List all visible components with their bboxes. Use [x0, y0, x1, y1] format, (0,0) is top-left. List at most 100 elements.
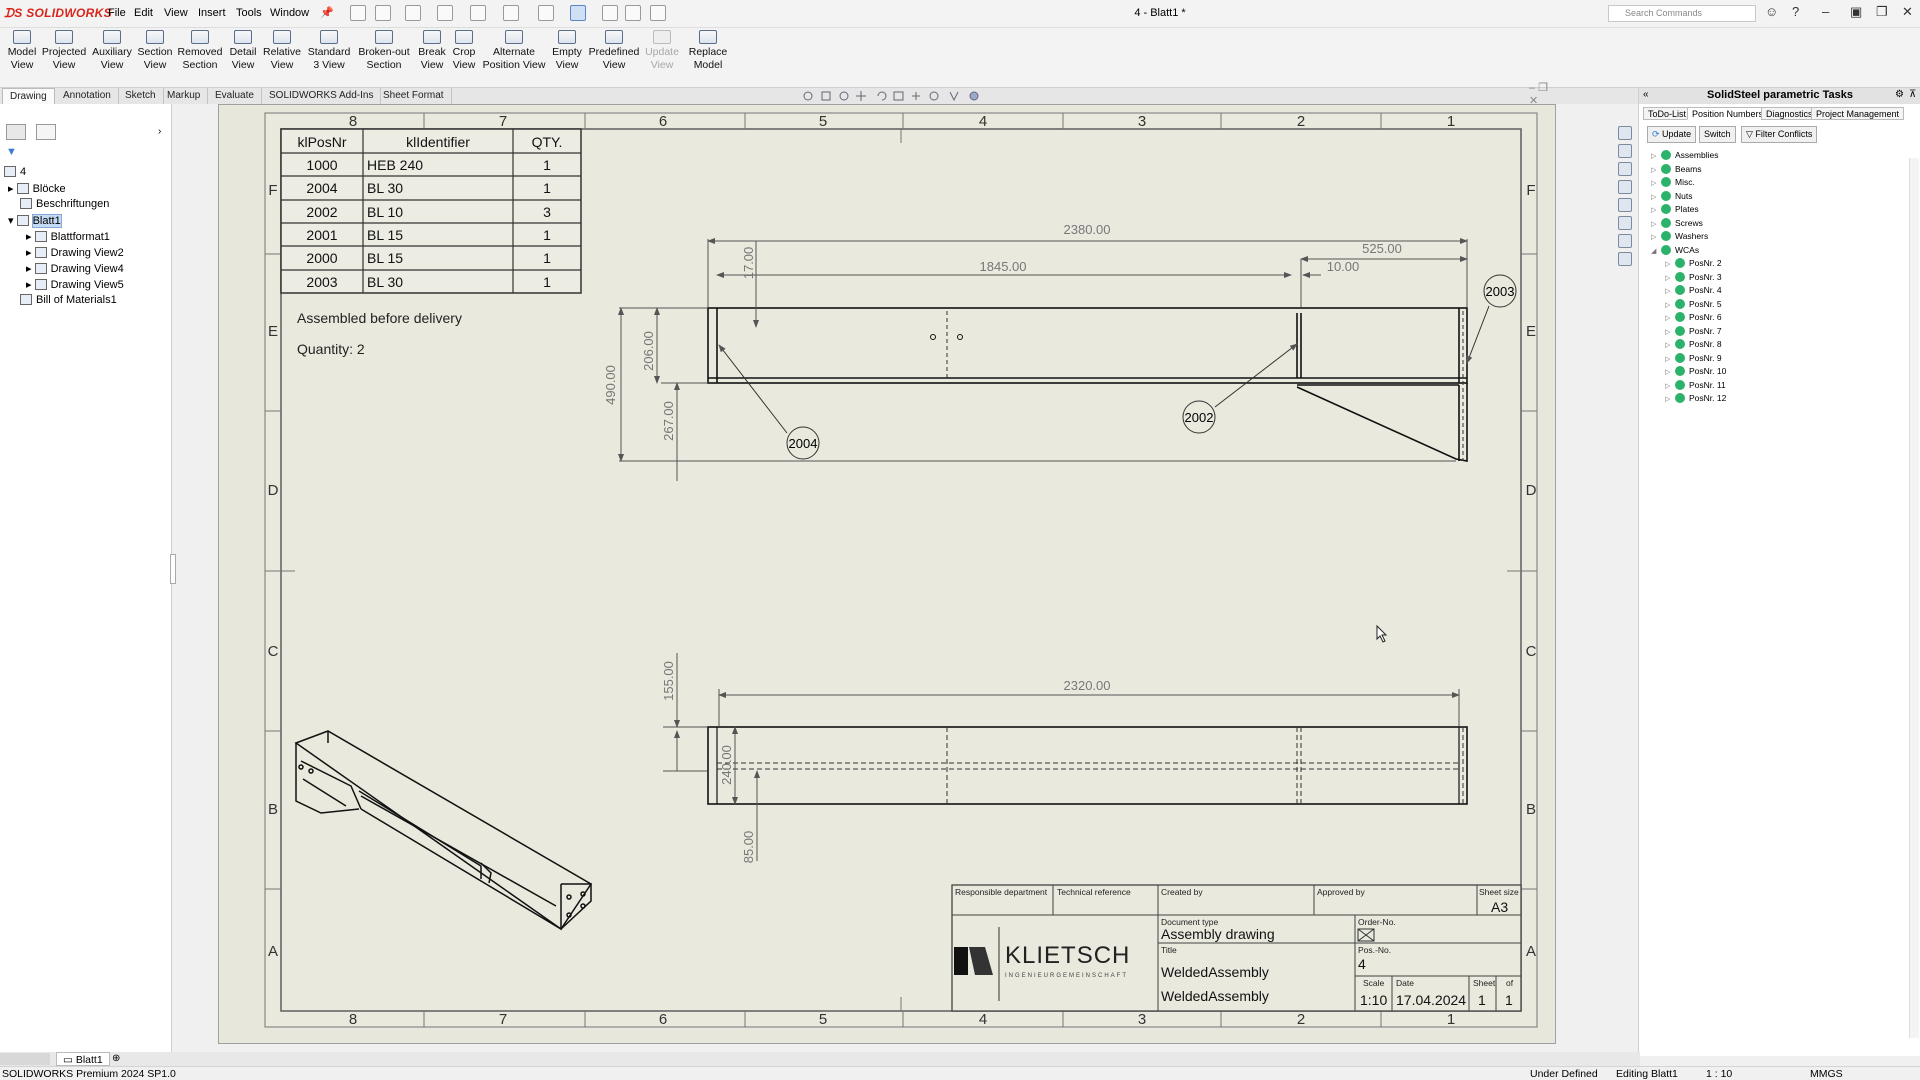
- pane-scrollbar[interactable]: [1909, 158, 1919, 1038]
- tree-item-beschriftungen[interactable]: Beschriftungen: [4, 198, 172, 214]
- isometric-view[interactable]: [294, 730, 593, 931]
- menu-window[interactable]: Window: [270, 7, 310, 19]
- file-properties-icon[interactable]: [625, 5, 641, 21]
- heads-up-view-toolbar[interactable]: [800, 90, 990, 102]
- tab-todo-list[interactable]: ToDo-List: [1643, 107, 1692, 120]
- note-assembled[interactable]: Assembled before delivery: [297, 310, 462, 326]
- group-assemblies[interactable]: ▷Assemblies: [1651, 150, 1719, 160]
- menu-tools[interactable]: Tools: [236, 7, 262, 19]
- tree-item-bloecke[interactable]: ▸ Blöcke: [8, 183, 66, 195]
- redo-icon[interactable]: [538, 5, 554, 21]
- tab-project-management[interactable]: Project Management: [1811, 107, 1905, 120]
- list-item[interactable]: ▷PosNr. 2: [1665, 258, 1722, 268]
- task-view-palette-icon[interactable]: [1618, 234, 1632, 248]
- tab-markup[interactable]: Markup: [160, 88, 209, 104]
- print-icon[interactable]: [470, 5, 486, 21]
- task-file-explorer-icon[interactable]: [1618, 180, 1632, 194]
- expand-panel-icon[interactable]: ›: [158, 126, 162, 137]
- balloon-2003[interactable]: 2003: [1483, 274, 1517, 308]
- close-icon[interactable]: ✕: [1902, 4, 1913, 19]
- tab-drawing[interactable]: Drawing: [2, 88, 55, 104]
- group-nuts[interactable]: ▷Nuts: [1651, 190, 1693, 201]
- group-beams[interactable]: ▷Beams: [1651, 163, 1702, 174]
- list-item[interactable]: ▷PosNr. 3: [1665, 271, 1722, 282]
- select-icon[interactable]: [570, 5, 586, 21]
- undo-icon[interactable]: [503, 5, 519, 21]
- menu-edit[interactable]: Edit: [134, 7, 153, 19]
- sheet-nav-arrows-icon[interactable]: [0, 1053, 50, 1065]
- dim-525[interactable]: 525.00: [1362, 241, 1402, 256]
- tab-sheet-format[interactable]: Sheet Format: [376, 88, 452, 104]
- list-item[interactable]: ▷PosNr. 10: [1665, 366, 1727, 376]
- task-appearances-icon[interactable]: [1618, 198, 1632, 212]
- panel-splitter-handle[interactable]: [170, 554, 176, 584]
- search-commands-input[interactable]: Search Commands: [1608, 5, 1756, 22]
- drawing-canvas[interactable]: 8 7 6 5 4 3 2 1 8 7 6 5 4 3 2 1 F E D C …: [218, 82, 1557, 1068]
- list-item[interactable]: ▷PosNr. 7: [1665, 325, 1722, 336]
- tree-item-drawing-view4[interactable]: ▸ Drawing View4: [26, 263, 124, 275]
- dim-490[interactable]: 490.00: [603, 365, 618, 405]
- rebuild-icon[interactable]: [602, 5, 618, 21]
- restore-panels-icon[interactable]: ▣: [1850, 4, 1863, 19]
- task-custom-properties-icon[interactable]: [1618, 216, 1632, 230]
- dim-85[interactable]: 85.00: [741, 831, 756, 864]
- balloon-2002[interactable]: 2002: [1182, 400, 1216, 434]
- note-quantity[interactable]: Quantity: 2: [297, 341, 365, 357]
- tree-root[interactable]: 4: [4, 166, 172, 182]
- bom-table[interactable]: klPosNr klIdentifier QTY. 1000 HEB 240 1…: [280, 128, 582, 294]
- collapse-pane-icon[interactable]: «: [1643, 89, 1649, 100]
- tab-sketch[interactable]: Sketch: [118, 88, 164, 104]
- tab-annotation[interactable]: Annotation: [56, 88, 119, 104]
- sheet-tab-blatt1[interactable]: ▭ Blatt1: [56, 1052, 110, 1066]
- group-plates[interactable]: ▷Plates: [1651, 204, 1699, 214]
- list-item[interactable]: ▷PosNr. 9: [1665, 352, 1722, 363]
- dim-267[interactable]: 267.00: [661, 401, 676, 441]
- dim-1845[interactable]: 1845.00: [980, 259, 1027, 274]
- menu-view[interactable]: View: [164, 7, 188, 19]
- group-wcas[interactable]: ◢WCAs: [1651, 244, 1700, 255]
- tree-item-drawing-view2[interactable]: ▸ Drawing View2: [26, 247, 124, 259]
- update-button[interactable]: ⟳ Update: [1647, 126, 1697, 143]
- add-sheet-icon[interactable]: ⊕: [112, 1053, 121, 1064]
- tree-item-drawing-view5[interactable]: ▸ Drawing View5: [26, 279, 124, 291]
- dim-17[interactable]: 17.00: [741, 247, 756, 280]
- list-item[interactable]: ▷PosNr. 12: [1665, 393, 1727, 403]
- task-solidsteel-icon[interactable]: [1618, 252, 1632, 266]
- new-document-icon[interactable]: [375, 5, 391, 21]
- open-icon[interactable]: [405, 5, 421, 21]
- dim-10[interactable]: 10.00: [1327, 259, 1360, 274]
- user-icon[interactable]: ☺: [1765, 4, 1779, 19]
- tab-position-numbers[interactable]: Position Numbers: [1687, 107, 1769, 120]
- property-manager-tab-icon[interactable]: [36, 124, 56, 140]
- group-misc[interactable]: ▷Misc.: [1651, 177, 1695, 187]
- balloon-2004[interactable]: 2004: [786, 426, 820, 460]
- tree-item-blattformat1[interactable]: ▸ Blattformat1: [26, 231, 110, 243]
- front-view[interactable]: [707, 307, 1468, 462]
- group-washers[interactable]: ▷Washers: [1651, 231, 1709, 241]
- task-home-icon[interactable]: [1618, 126, 1632, 140]
- list-item[interactable]: ▷PosNr. 6: [1665, 312, 1722, 322]
- options-gear-icon[interactable]: [650, 5, 666, 21]
- maximize-icon[interactable]: ❐: [1876, 4, 1888, 19]
- switch-button[interactable]: Switch: [1699, 126, 1736, 143]
- feature-manager-tab-icon[interactable]: [6, 124, 26, 140]
- drawing-sheet[interactable]: 8 7 6 5 4 3 2 1 8 7 6 5 4 3 2 1 F E D C …: [219, 105, 1557, 1045]
- tree-item-blatt1[interactable]: ▾ Blatt1: [8, 214, 62, 228]
- list-item[interactable]: ▷PosNr. 4: [1665, 285, 1722, 295]
- home-icon[interactable]: [350, 5, 366, 21]
- tree-item-bill-of-materials1[interactable]: Bill of Materials1: [4, 294, 172, 310]
- menu-insert[interactable]: Insert: [198, 7, 226, 19]
- pin-icon[interactable]: 📌: [320, 7, 334, 19]
- task-resources-icon[interactable]: [1618, 144, 1632, 158]
